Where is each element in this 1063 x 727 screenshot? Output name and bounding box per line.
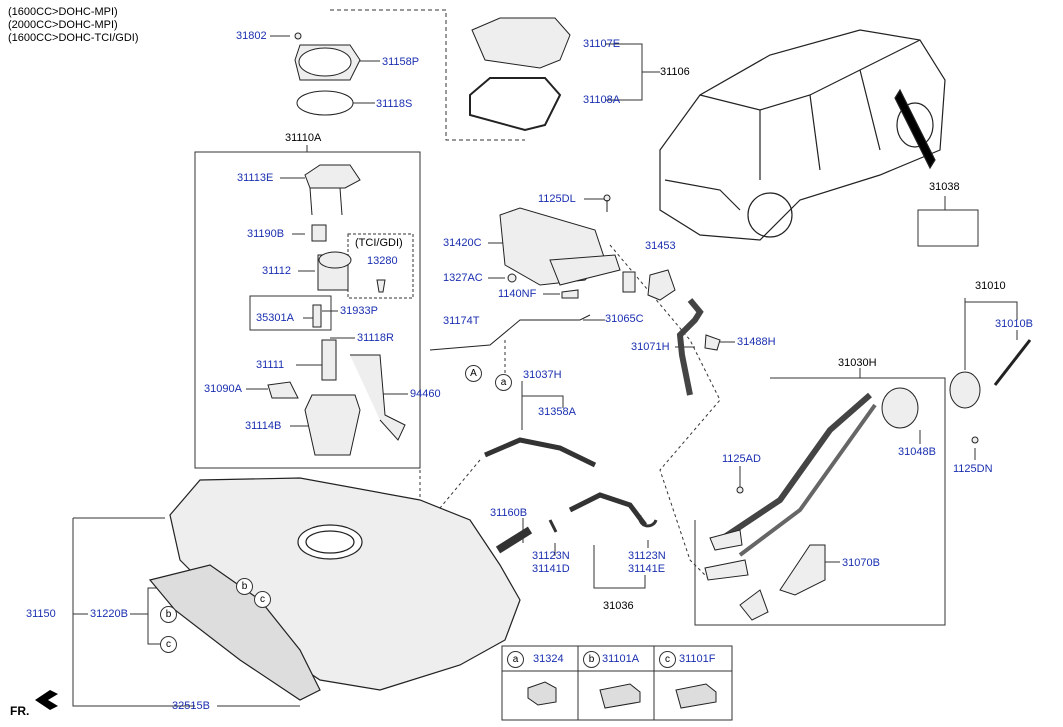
part-callout: 31030H xyxy=(838,357,877,369)
part-callout[interactable]: 31174T xyxy=(443,315,480,327)
part-callout[interactable]: 31123N xyxy=(532,550,570,562)
part-callout[interactable]: 94460 xyxy=(410,388,441,400)
legend-marker: b xyxy=(583,651,600,668)
part-callout[interactable]: 1140NF xyxy=(498,288,537,300)
part-callout[interactable]: 31108A xyxy=(583,94,621,106)
part-callout: 31110A xyxy=(285,132,322,144)
part-callout[interactable]: 1125AD xyxy=(722,453,761,465)
part-callout[interactable]: 31358A xyxy=(538,406,576,418)
ref-marker-b: b xyxy=(160,606,177,623)
part-callout[interactable]: 1327AC xyxy=(443,272,483,284)
part-callout[interactable]: 31070B xyxy=(842,557,880,569)
part-callout: 31038 xyxy=(929,181,960,193)
part-callout[interactable]: 31118R xyxy=(357,332,394,344)
part-callout[interactable]: 31118S xyxy=(376,98,413,110)
part-callout[interactable]: 31453 xyxy=(645,240,676,252)
part-callout: 31010 xyxy=(975,280,1006,292)
filler-neck-box xyxy=(694,377,946,626)
part-callout[interactable]: 32515B xyxy=(172,700,210,712)
legend-part[interactable]: 31101F xyxy=(679,653,716,665)
part-callout[interactable]: 31037H xyxy=(523,369,562,381)
legend-marker: a xyxy=(507,651,524,668)
canister-parts xyxy=(429,194,721,396)
ref-marker-a: a xyxy=(495,374,512,391)
part-callout: 31036 xyxy=(603,600,634,612)
part-callout[interactable]: 1125DL xyxy=(538,193,576,205)
vehicle-illustration xyxy=(659,29,946,241)
ref-marker-c: c xyxy=(254,591,271,608)
ref-marker-A: A xyxy=(465,365,482,382)
front-orientation-label: FR. xyxy=(10,704,30,718)
part-callout[interactable]: 31141D xyxy=(532,563,570,575)
part-callout: 31106 xyxy=(660,66,690,78)
part-callout[interactable]: 31933P xyxy=(340,305,378,317)
dashed-group-outline xyxy=(330,9,525,141)
part-callout[interactable]: 31220B xyxy=(90,608,128,620)
part-callout[interactable]: 31113E xyxy=(237,172,274,184)
part-callout[interactable]: 31488H xyxy=(737,336,776,348)
part-callout[interactable]: 35301A xyxy=(256,312,294,324)
front-arrow-icon xyxy=(35,690,58,710)
part-callout[interactable]: 13280 xyxy=(367,255,398,267)
part-callout[interactable]: 31048B xyxy=(898,446,936,458)
part-callout[interactable]: 31802 xyxy=(236,30,267,42)
part-callout[interactable]: 31114B xyxy=(245,420,282,432)
pump-module-parts xyxy=(267,17,571,456)
part-callout[interactable]: 31107E xyxy=(583,38,621,50)
fuel-tank-illustration xyxy=(148,477,521,701)
part-callout[interactable]: 31158P xyxy=(382,56,420,68)
part-callout[interactable]: 31112 xyxy=(262,265,291,277)
part-callout[interactable]: 31141E xyxy=(628,563,666,575)
part-callout[interactable]: 31065C xyxy=(605,313,644,325)
31038-label-plate xyxy=(917,209,979,247)
tci-gdi-note: (TCI/GDI) xyxy=(355,237,403,249)
part-callout[interactable]: 31150 xyxy=(26,608,56,620)
part-callout[interactable]: 31123N xyxy=(628,550,666,562)
part-callout[interactable]: 31010B xyxy=(995,318,1033,330)
35301A-box xyxy=(249,295,332,331)
filler-neck-parts xyxy=(704,339,1032,621)
engine-spec-line: (2000CC>DOHC-MPI) xyxy=(8,19,118,31)
ref-marker-c: c xyxy=(160,636,177,653)
part-callout[interactable]: 31090A xyxy=(204,383,242,395)
legend-marker: c xyxy=(659,651,676,668)
part-callout[interactable]: 1125DN xyxy=(953,463,993,475)
legend-part[interactable]: 31101A xyxy=(602,653,640,665)
part-callout[interactable]: 31190B xyxy=(247,228,285,240)
part-callout[interactable]: 31420C xyxy=(443,237,482,249)
part-callout[interactable]: 31111 xyxy=(256,359,285,371)
legend-glyphs xyxy=(527,681,717,709)
legend-box xyxy=(501,645,733,721)
part-callout[interactable]: 31071H xyxy=(631,341,670,353)
engine-spec-line: (1600CC>DOHC-MPI) xyxy=(8,6,118,18)
engine-spec-line: (1600CC>DOHC-TCI/GDI) xyxy=(8,32,139,44)
part-callout[interactable]: 31160B xyxy=(490,507,528,519)
hose-parts xyxy=(484,437,658,554)
ref-marker-b: b xyxy=(236,578,253,595)
legend-part[interactable]: 31324 xyxy=(533,653,564,665)
